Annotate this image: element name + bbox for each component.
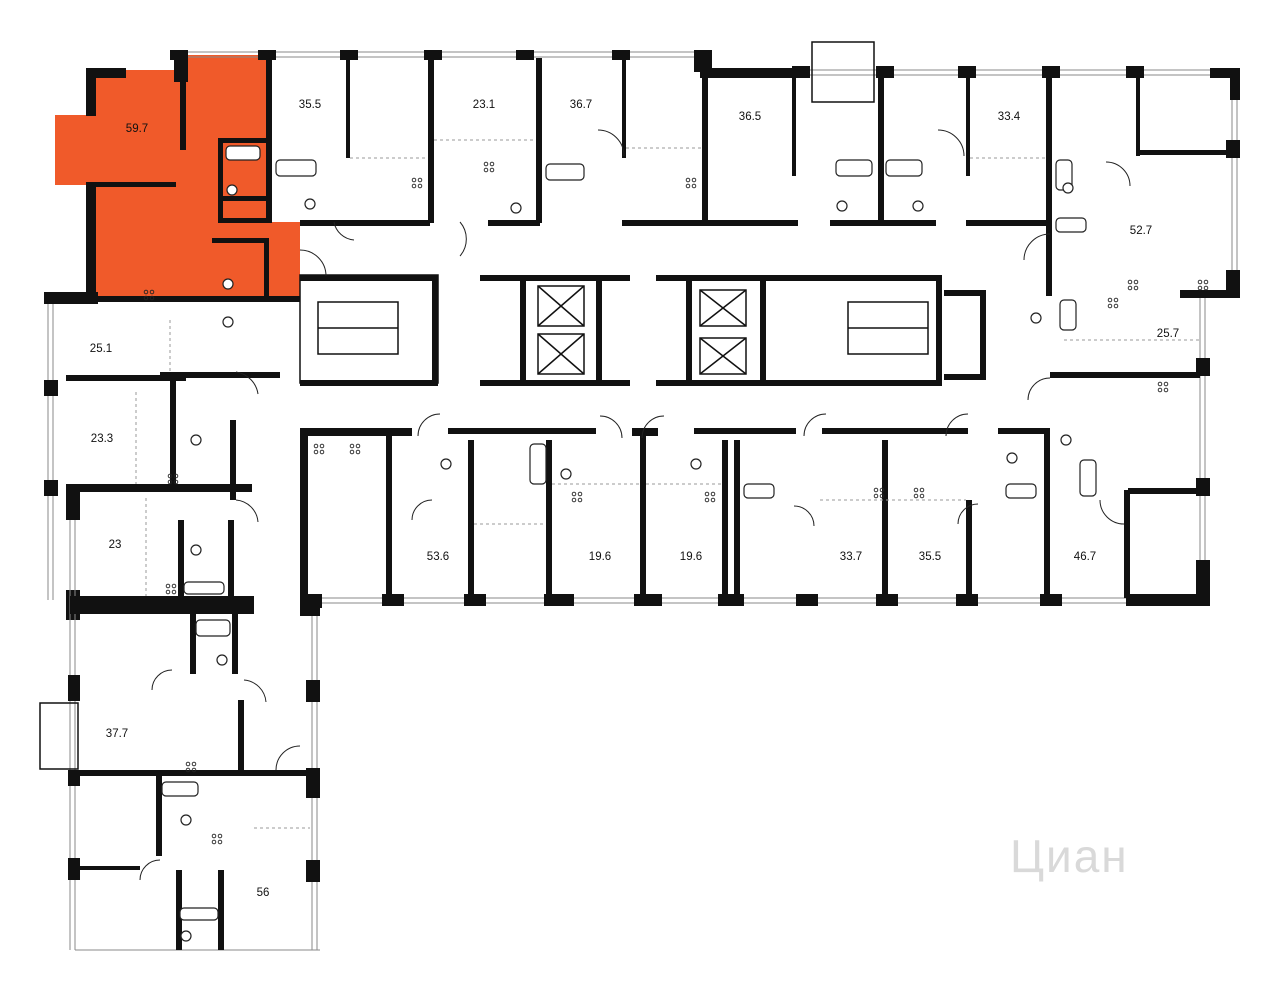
area-labels: 59.7 35.5 23.1 36.7 36.5 33.4 52.7 25.1 … bbox=[90, 99, 1179, 899]
stove-icon bbox=[483, 161, 495, 173]
unit-area-19-6-b[interactable]: 19.6 bbox=[680, 551, 702, 563]
stove-icon bbox=[704, 491, 716, 503]
unit-area-46-7[interactable]: 46.7 bbox=[1074, 551, 1096, 563]
stove-icon bbox=[411, 177, 423, 189]
stove-icon bbox=[1197, 279, 1209, 291]
zone-lines bbox=[135, 139, 1200, 829]
stove-icon bbox=[313, 443, 325, 455]
unit-area-23-3[interactable]: 23.3 bbox=[91, 433, 113, 445]
unit-area-35-5-bottom[interactable]: 35.5 bbox=[919, 551, 941, 563]
stove-icon bbox=[349, 443, 361, 455]
stove-icon bbox=[1107, 297, 1119, 309]
stove-icon bbox=[685, 177, 697, 189]
stove-icon bbox=[571, 491, 583, 503]
stove-icon bbox=[1127, 279, 1139, 291]
unit-area-36-7[interactable]: 36.7 bbox=[570, 99, 592, 111]
unit-area-37-7[interactable]: 37.7 bbox=[106, 728, 128, 740]
unit-area-33-7[interactable]: 33.7 bbox=[840, 551, 862, 563]
unit-area-36-5[interactable]: 36.5 bbox=[739, 111, 761, 123]
stove-icon bbox=[211, 833, 223, 845]
unit-area-59-7[interactable]: 59.7 bbox=[126, 123, 148, 135]
fixtures bbox=[139, 129, 1209, 942]
unit-area-23-1[interactable]: 23.1 bbox=[473, 99, 495, 111]
stove-icon bbox=[913, 487, 925, 499]
unit-area-25-1[interactable]: 25.1 bbox=[90, 343, 112, 355]
unit-area-19-6-a[interactable]: 19.6 bbox=[589, 551, 611, 563]
unit-area-35-5[interactable]: 35.5 bbox=[299, 99, 321, 111]
stove-icon bbox=[1157, 381, 1169, 393]
watermark: Циан bbox=[1010, 830, 1129, 882]
unit-area-33-4[interactable]: 33.4 bbox=[998, 111, 1021, 123]
stove-icon bbox=[165, 583, 177, 595]
stove-icon bbox=[185, 761, 197, 773]
interior-walls bbox=[66, 58, 1232, 950]
stove-icon bbox=[167, 473, 179, 485]
unit-area-25-7[interactable]: 25.7 bbox=[1157, 328, 1179, 340]
stove-icon bbox=[873, 487, 885, 499]
unit-area-23[interactable]: 23 bbox=[109, 539, 122, 551]
unit-area-53-6[interactable]: 53.6 bbox=[427, 551, 449, 563]
unit-area-56[interactable]: 56 bbox=[257, 887, 270, 899]
unit-area-52-7[interactable]: 52.7 bbox=[1130, 225, 1152, 237]
stove-icon bbox=[143, 289, 155, 301]
